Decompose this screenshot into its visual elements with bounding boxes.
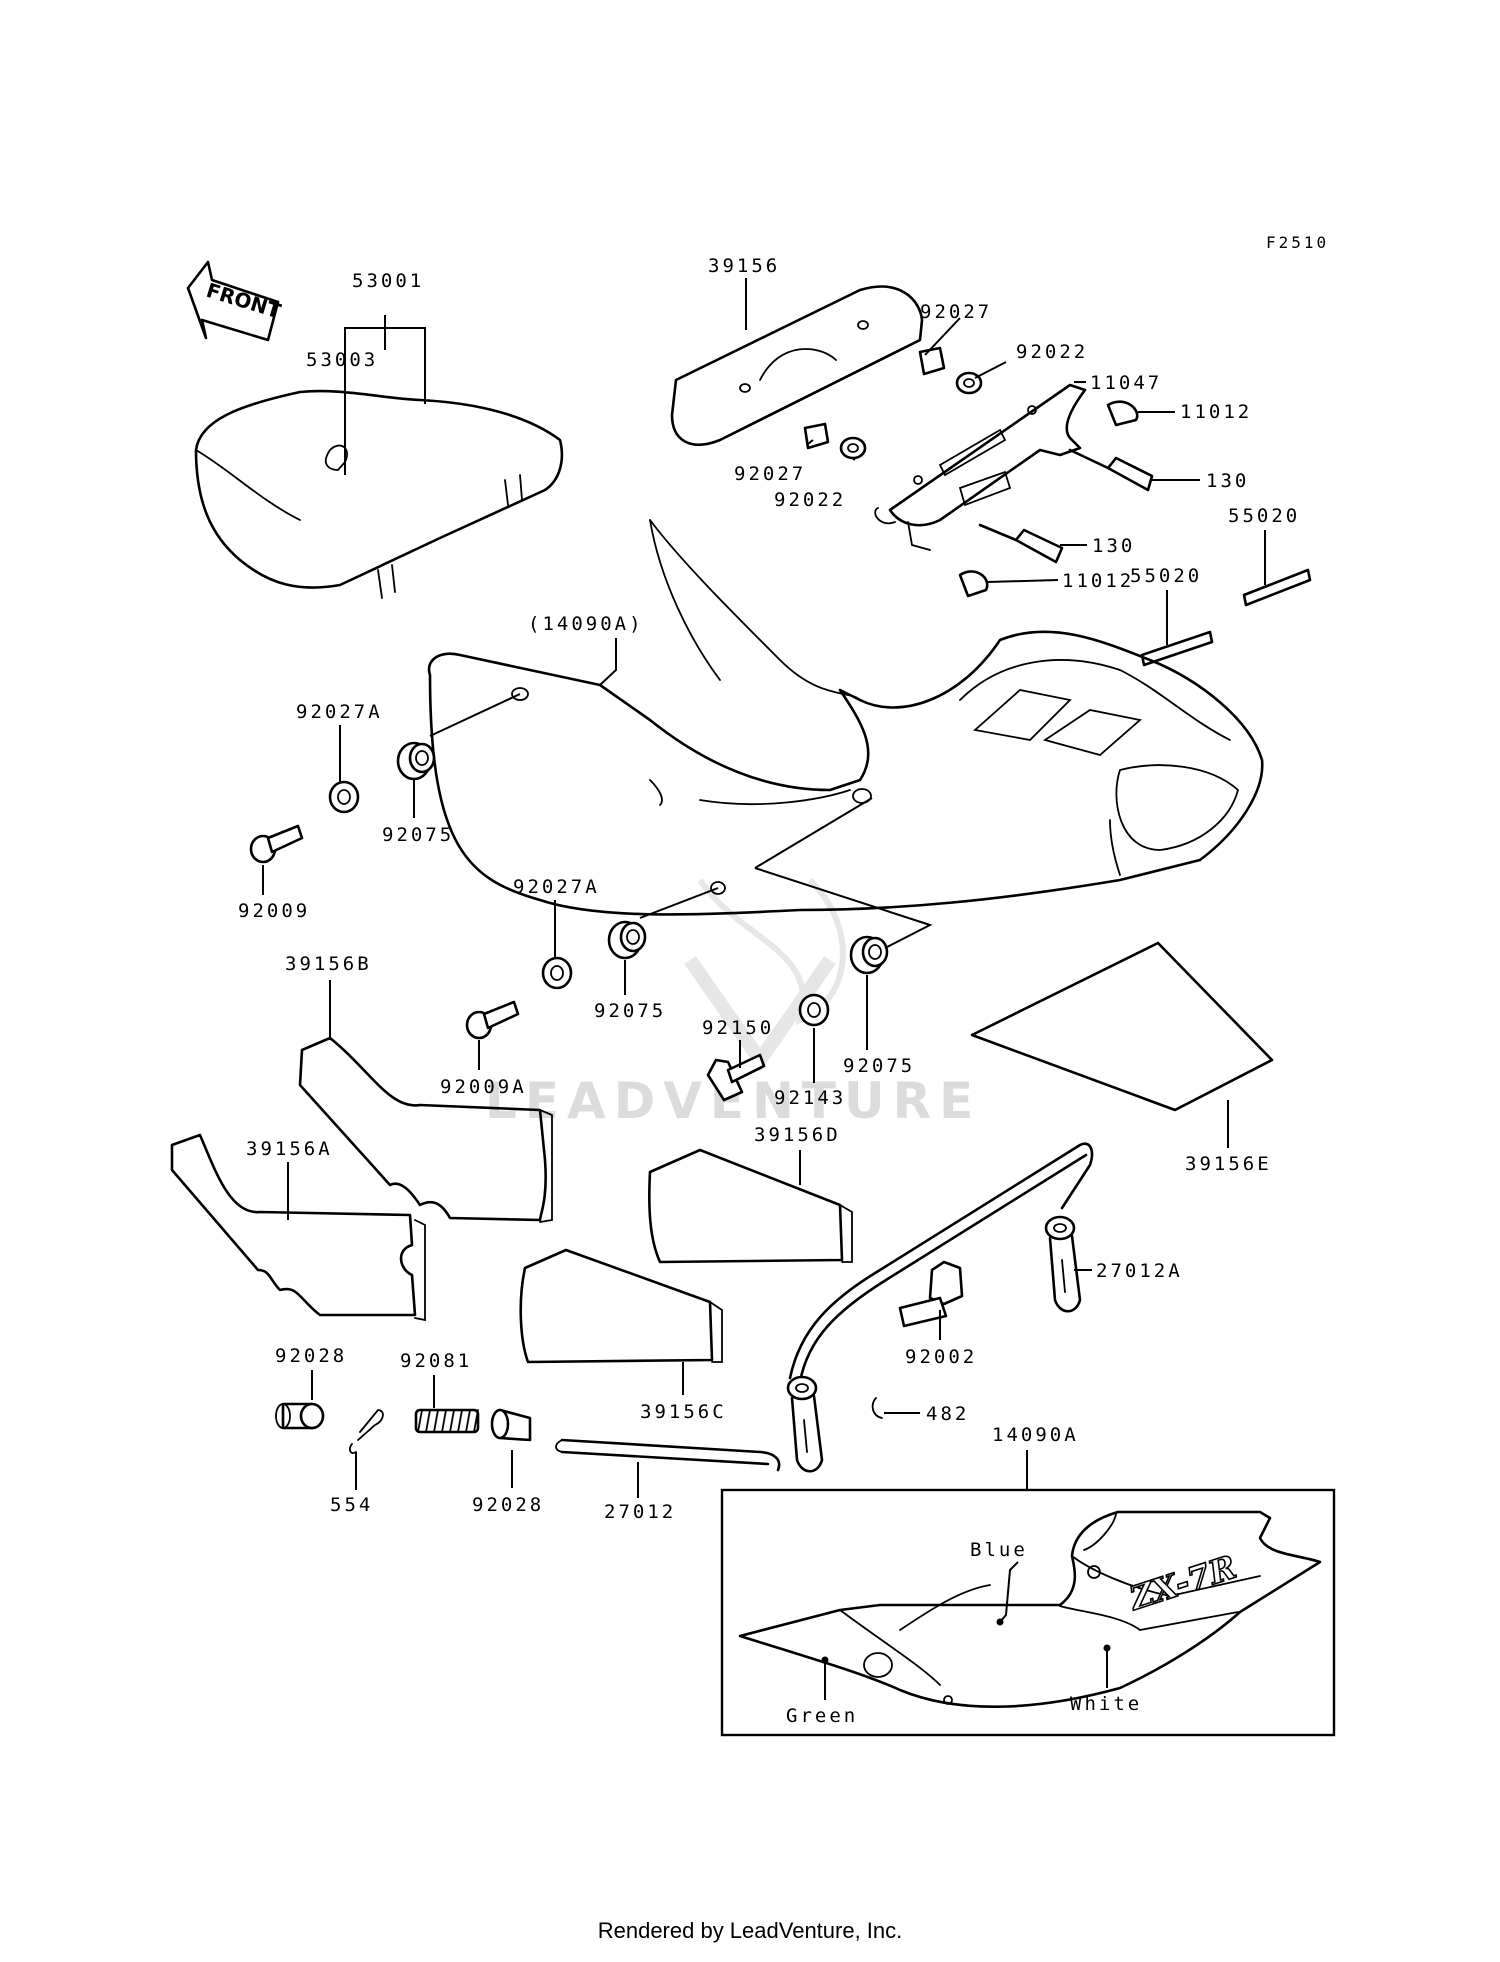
label-92075-top: 92075	[382, 824, 454, 846]
seat-cowl-part	[427, 519, 1264, 916]
shoulder-bolt-icon	[898, 1260, 964, 1328]
label-92028-b: 92028	[472, 1494, 544, 1516]
label-39156A: 39156A	[246, 1138, 333, 1160]
footer-credit: Rendered by LeadVenture, Inc.	[597, 1918, 903, 1943]
label-39156C: 39156C	[640, 1401, 727, 1423]
seat-lock-rod	[786, 1142, 1094, 1473]
label-130-mid: 130	[1092, 535, 1135, 557]
label-554: 554	[330, 1494, 373, 1516]
pin-icon	[275, 1402, 325, 1430]
label-39156: 39156	[708, 255, 780, 277]
clip-icon	[871, 1397, 883, 1419]
label-92028-a: 92028	[275, 1345, 347, 1367]
grommet-icon	[607, 920, 647, 960]
pad-part-d	[648, 1148, 844, 1264]
color-label-green: Green	[786, 1705, 858, 1727]
sheet-part	[970, 941, 1274, 1112]
collar-icon	[541, 956, 573, 990]
label-92081: 92081	[400, 1350, 472, 1372]
label-92075-right: 92075	[843, 1055, 915, 1077]
collar-icon	[490, 1408, 532, 1442]
pad-part-a	[170, 1133, 417, 1317]
label-92027A-mid: 92027A	[513, 876, 600, 898]
pad-part-c	[519, 1248, 714, 1364]
color-label-white: White	[1070, 1693, 1142, 1715]
label-92022-top: 92022	[1016, 341, 1088, 363]
bolt-icon	[1068, 448, 1154, 492]
label-53003: 53003	[306, 349, 378, 371]
bracket-part	[874, 383, 1087, 551]
rod-part	[560, 1438, 781, 1472]
screw-icon	[465, 1000, 520, 1040]
label-92143: 92143	[774, 1087, 846, 1109]
label-92009: 92009	[238, 900, 310, 922]
label-482: 482	[926, 1403, 969, 1425]
label-14090A-paren: (14090A)	[528, 613, 644, 635]
pad-part	[1242, 568, 1312, 607]
spring-icon	[414, 1408, 480, 1434]
label-92002: 92002	[905, 1346, 977, 1368]
washer-icon	[798, 993, 830, 1027]
label-92027-top: 92027	[920, 301, 992, 323]
bolt-icon	[706, 1053, 766, 1102]
grommet-icon	[396, 741, 436, 781]
label-39156D: 39156D	[754, 1124, 841, 1146]
label-92027A-top: 92027A	[296, 701, 383, 723]
label-27012: 27012	[604, 1501, 676, 1523]
tail-light-part	[670, 285, 924, 446]
label-92075-mid: 92075	[594, 1000, 666, 1022]
cotter-pin-icon	[349, 1409, 384, 1454]
emblem-text: ZX-7R	[1123, 1548, 1240, 1618]
collar-icon	[328, 780, 360, 814]
label-55020-a: 55020	[1228, 505, 1300, 527]
figure-code: F2510	[1266, 233, 1329, 252]
bolt-icon	[978, 523, 1064, 564]
label-11012-bot: 11012	[1062, 570, 1134, 592]
label-130-top: 130	[1206, 470, 1249, 492]
label-92150: 92150	[702, 1017, 774, 1039]
label-92022-mid: 92022	[774, 489, 846, 511]
cap-icon	[1106, 400, 1139, 427]
part-labels: 53001 53003 39156 92027 92022 11047 1101…	[238, 255, 1300, 1727]
label-39156E: 39156E	[1185, 1153, 1272, 1175]
label-27012A: 27012A	[1096, 1260, 1183, 1282]
detail-box: ZX-7R	[720, 1488, 1336, 1737]
cap-icon	[958, 570, 989, 598]
label-11012-top: 11012	[1180, 401, 1252, 423]
label-92027-mid: 92027	[734, 463, 806, 485]
grommet-icon	[849, 935, 889, 975]
label-11047: 11047	[1090, 372, 1162, 394]
pad-part-b	[298, 1036, 547, 1222]
tail-light-hardware	[803, 346, 983, 460]
pad-part	[1140, 630, 1214, 667]
screw-icon	[249, 824, 304, 864]
leader-lines	[262, 278, 1266, 1498]
label-53001: 53001	[352, 270, 424, 292]
color-label-blue: Blue	[970, 1539, 1028, 1561]
seat-part	[194, 389, 564, 599]
front-arrow-icon: FRONT	[186, 260, 284, 342]
label-92009A: 92009A	[440, 1076, 527, 1098]
label-39156B: 39156B	[285, 953, 372, 975]
label-14090A-box: 14090A	[992, 1424, 1079, 1446]
label-55020-b: 55020	[1130, 565, 1202, 587]
